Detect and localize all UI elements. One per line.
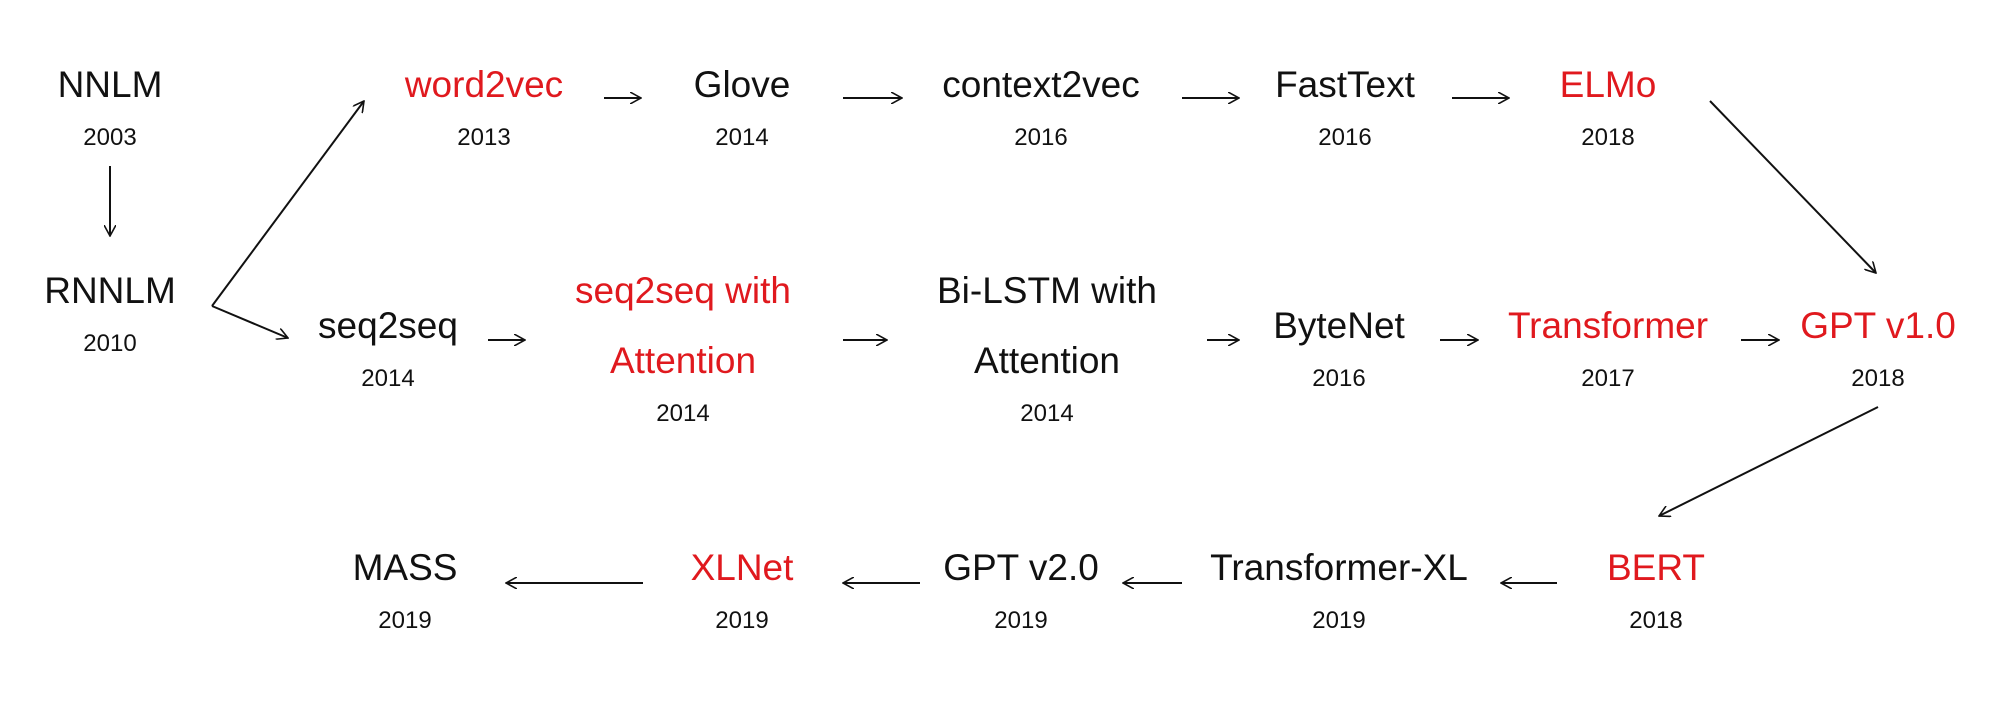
node-year: 2014 — [715, 124, 769, 151]
node-label: context2vec — [942, 64, 1140, 105]
node-label: Bi-LSTM with — [937, 270, 1157, 311]
node-label: Transformer-XL — [1210, 547, 1468, 588]
node-gpt-v1: GPT v1.0 2018 — [1800, 291, 1956, 393]
node-year: 2019 — [994, 607, 1048, 634]
node-transformer-xl: Transformer-XL 2019 — [1210, 533, 1468, 635]
node-year: 2019 — [1312, 607, 1366, 634]
arrow-gpt-v1-to-bert — [1659, 406, 1879, 516]
arrow-elmo-to-gpt-v1 — [1709, 100, 1876, 273]
node-year: 2019 — [378, 607, 432, 634]
node-gpt-v2: GPT v2.0 2019 — [943, 533, 1099, 635]
node-transformer: Transformer 2017 — [1508, 291, 1708, 393]
node-label: RNNLM — [44, 270, 176, 311]
node-label: NNLM — [57, 64, 163, 105]
node-glove: Glove 2014 — [694, 50, 791, 152]
node-label: Transformer — [1507, 305, 1709, 346]
node-year: 2018 — [1581, 124, 1635, 151]
node-label: seq2seq with — [575, 270, 791, 311]
node-label: MASS — [352, 547, 458, 588]
node-label: Attention — [973, 340, 1121, 381]
node-label: ELMo — [1559, 64, 1657, 105]
node-xlnet: XLNet 2019 — [691, 533, 794, 635]
node-nnlm: NNLM 2003 — [58, 50, 163, 152]
node-year: 2003 — [83, 124, 137, 151]
node-label: seq2seq — [318, 305, 458, 346]
node-year: 2019 — [715, 607, 769, 634]
node-label: FastText — [1275, 64, 1415, 105]
node-year: 2014 — [656, 400, 710, 427]
node-year: 2016 — [1014, 124, 1068, 151]
node-context2vec: context2vec 2016 — [942, 50, 1139, 152]
node-label: Glove — [693, 64, 791, 105]
node-label: GPT v2.0 — [943, 547, 1099, 588]
node-year: 2016 — [1318, 124, 1372, 151]
node-year: 2014 — [361, 365, 415, 392]
node-rnnlm: RNNLM 2010 — [44, 256, 176, 358]
node-label: GPT v1.0 — [1800, 305, 1956, 346]
node-label: BERT — [1606, 547, 1706, 588]
node-seq2seq: seq2seq 2014 — [318, 291, 458, 393]
node-label: word2vec — [404, 64, 564, 105]
node-year: 2013 — [457, 124, 511, 151]
arrow-rnnlm-to-seq2seq — [211, 305, 288, 338]
node-label: XLNet — [690, 547, 794, 588]
node-year: 2014 — [1020, 400, 1074, 427]
node-year: 2016 — [1312, 365, 1366, 392]
node-label: ByteNet — [1273, 305, 1405, 346]
node-year: 2017 — [1581, 365, 1635, 392]
node-year: 2018 — [1851, 365, 1905, 392]
node-word2vec: word2vec 2013 — [405, 50, 563, 152]
node-year: 2018 — [1629, 607, 1683, 634]
node-fasttext: FastText 2016 — [1275, 50, 1415, 152]
node-bert: BERT 2018 — [1607, 533, 1705, 635]
node-bytenet: ByteNet 2016 — [1273, 291, 1405, 393]
node-label: Attention — [609, 340, 757, 381]
arrow-rnnlm-to-word2vec — [211, 101, 364, 307]
node-mass: MASS 2019 — [353, 533, 458, 635]
node-year: 2010 — [83, 330, 137, 357]
node-elmo: ELMo 2018 — [1560, 50, 1657, 152]
